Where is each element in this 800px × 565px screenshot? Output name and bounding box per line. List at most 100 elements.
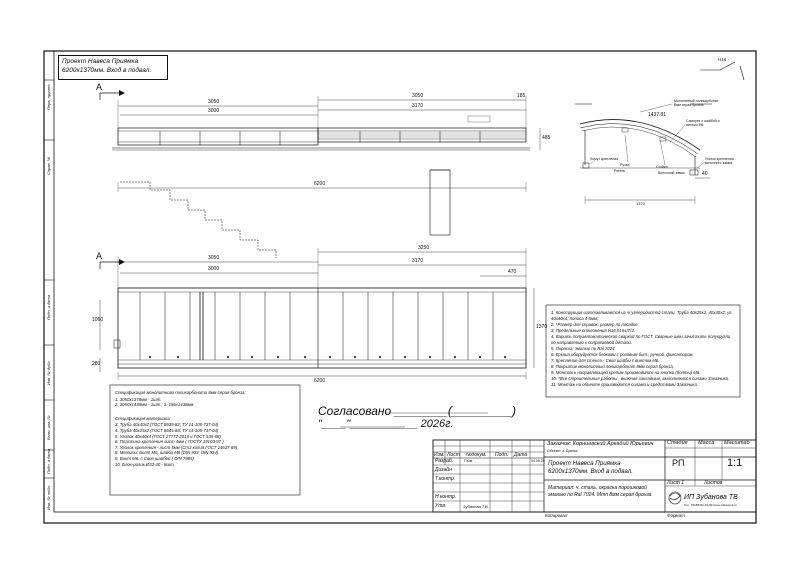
- section-a-label-top: А: [96, 82, 103, 92]
- company-logo: [668, 491, 682, 505]
- spec-item: 4. Труба 40х25х2 (ГОСТ 8645-68; ТУ 14-10…: [115, 427, 219, 433]
- title-block-grid: [432, 439, 757, 513]
- strip-label-6: Подп. и дата: [46, 448, 51, 474]
- spec-item: 3. Труба 40х40х2 (ГОСТ 8639-82; ТУ 14-10…: [115, 422, 219, 428]
- tb-stadia-value: РП: [672, 458, 685, 468]
- project-title-line2: 6200х1370мм. Вход в подвал.: [62, 67, 152, 74]
- tb-material-line1: Материал: ч. сталь, окраска порошковой: [548, 485, 647, 491]
- tb-row-dizain: Дизайн: [435, 467, 452, 473]
- dim-plan-3000: 3000: [208, 266, 220, 272]
- dim-side-1370: 1370: [636, 201, 645, 206]
- agreement-line2: "____"___________ 2026г.: [318, 418, 454, 430]
- dim-plan-470: 470: [508, 269, 517, 275]
- spec-item: 7. Уголок крепления - лист 5мм (Ст3 копи…: [115, 444, 238, 450]
- tb-massa-label: Масса: [698, 440, 715, 446]
- spec-item: 1. 3050х1378мм - 1шт.: [115, 396, 162, 402]
- dim-side-40: 40: [702, 171, 708, 177]
- strip-label-4: Инв. № дубл.: [46, 360, 51, 385]
- tb-project-line1: Проект Навеса Приямка: [548, 460, 621, 467]
- spec-material-header: Спецификация материала:: [115, 415, 171, 421]
- strip-label-1: Перв. примен.: [46, 83, 51, 110]
- tb-razrab-date: 04.09.25: [531, 459, 545, 463]
- tb-kopiroval: Копировал: [545, 513, 568, 518]
- agreement-line1: Согласовано ________(_________): [318, 404, 516, 418]
- note-item: 2. *Размер для справок, размер по посадк…: [551, 322, 639, 327]
- spec-item: 5. Уголок 40х40х4 (ГОСТ 27772-2015 и ГОС…: [115, 433, 221, 439]
- tb-row-tkontr: Т.контр.: [435, 476, 456, 482]
- tb-masshtab-label: Масштаб: [724, 440, 750, 446]
- note-item: 3. Предельные отклонения Н16,h16±IT/2.: [551, 328, 636, 333]
- tb-stadia-label: Стадия: [667, 440, 688, 446]
- note-item: 11. Монтаж на объекте производится силам…: [551, 382, 699, 387]
- dim-3170: 3170: [412, 103, 424, 109]
- note-item: 7. Крепление для стекла - Своя шайбы с в…: [551, 358, 660, 363]
- tb-row-razrab: Разраб.: [435, 458, 454, 464]
- tb-row-utv: Утв.: [435, 503, 447, 509]
- note-item: 5. Окраска: эмалью по Ral 7024.: [551, 346, 616, 351]
- note-item: 6. Крыша оборудуется блоками с розовым б…: [551, 352, 694, 357]
- dim-3000: 3000: [208, 108, 220, 114]
- note-item: 8. Покрытие монолитный поликарбонат 8мм …: [551, 364, 674, 369]
- tb-col-list: Лист: [447, 452, 460, 458]
- strip-label-2: Справ. №: [46, 156, 51, 175]
- tb-material-line2: эмалью по Ral 7024. Мтп 8мм серая бронза: [548, 492, 652, 498]
- label-polycarb: Монолитный поликарбонат 8мм серая бронза: [674, 99, 719, 107]
- tb-listov-label: Листов: [704, 480, 723, 486]
- technical-notes: 1. Конструкция изготавливается из ч/ угл…: [551, 310, 736, 388]
- notes-box: [545, 304, 741, 398]
- label-rigel: Ригель: [614, 169, 626, 173]
- tb-utv-name: Зубанова Т.В.: [463, 504, 489, 509]
- side-section-view: [575, 103, 712, 204]
- dim-plan-3170: 3170: [412, 258, 424, 264]
- dim-plan-1060: 1060: [92, 317, 104, 323]
- inner-frame: [53, 50, 757, 513]
- dim-plan-3250: 3250: [418, 245, 430, 251]
- dim-3050-right: 3050: [412, 93, 424, 99]
- label-lock: Вилочный замок: [658, 171, 685, 175]
- spec-item: 2. 3050х1438мм - 1шт.; 3. 186х1438мм: [115, 402, 194, 408]
- tb-col-podp: Подп.: [495, 452, 509, 458]
- project-title-box: Проект Навеса Приямка 6200х1370мм. Вход …: [58, 55, 168, 80]
- dim-plan-280: 280: [92, 361, 101, 367]
- tb-company: ИП Зубанова ТВ: [684, 494, 738, 501]
- dim-side-h16: Н16: [718, 57, 727, 62]
- dim-485: 485: [542, 135, 551, 141]
- note-item: 9. Монтаж к направляющей крепим производ…: [551, 370, 701, 375]
- spec-box: [109, 384, 301, 496]
- note-item: 4. Варить полуавтоматической сваркой по …: [551, 334, 731, 345]
- top-right-leader: [700, 61, 736, 71]
- spec-polycarb-header: Спецификация монолитного поликарбоната 8…: [115, 390, 246, 395]
- left-strip-grid: [44, 79, 54, 479]
- tb-format: Формат: [667, 513, 685, 518]
- note-item: 10. *Все строительные работы , включая з…: [551, 376, 730, 381]
- note-item: 1. Конструкция изготавливается из ч/ угл…: [551, 310, 733, 321]
- label-saddle: Хомут крепления: [590, 157, 619, 161]
- spec-item: 10. Блок-ролик Ø32-40 - 8шт.: [115, 461, 175, 467]
- label-washer: Саморез с шайбой и винтом М6: [686, 119, 720, 127]
- tb-project-line2: 6200х1370мм. Вход в подвал.: [548, 468, 633, 475]
- strip-label-3: Подп. и дата: [46, 294, 51, 320]
- tb-col-izm: Изм.: [434, 452, 445, 458]
- front-elevation-view: [99, 90, 541, 258]
- tb-list-label: Лист 1: [667, 480, 685, 486]
- dim-side-radius: 1437.81: [648, 112, 667, 118]
- tb-customer: Заказчик: Корниевский Аркадий Юрьевич: [547, 441, 654, 447]
- tb-company-sub: Тел. 79188411-19-99 www.zubanova.ru: [684, 503, 737, 507]
- spec-item: 8. Метизы: Болт М6, шайба М8 (DIN 933; D…: [115, 450, 219, 456]
- section-a-label-plan: А: [96, 251, 103, 261]
- tb-masshtab-value: 1:1: [727, 457, 743, 469]
- dim-6200-top: 6200: [314, 181, 326, 187]
- plan-view: [99, 248, 535, 380]
- spec-item: 9. Винт М6. с Своя шайбой ( DIN 7985): [115, 455, 194, 461]
- specification-list: Спецификация монолитного поликарбоната 8…: [115, 390, 295, 467]
- tb-razrab-name: Г.Ков: [464, 459, 473, 463]
- dim-185: 185: [517, 93, 526, 99]
- dim-3050-left: 3050: [208, 99, 220, 105]
- strip-label-5: Взам. инв. №: [46, 415, 51, 440]
- strip-label-7: Инв. № подл.: [46, 485, 51, 510]
- dim-plan-3050: 3050: [208, 255, 220, 261]
- label-ruchka: Ручка: [620, 163, 630, 167]
- tb-col-data: Дата: [514, 452, 528, 458]
